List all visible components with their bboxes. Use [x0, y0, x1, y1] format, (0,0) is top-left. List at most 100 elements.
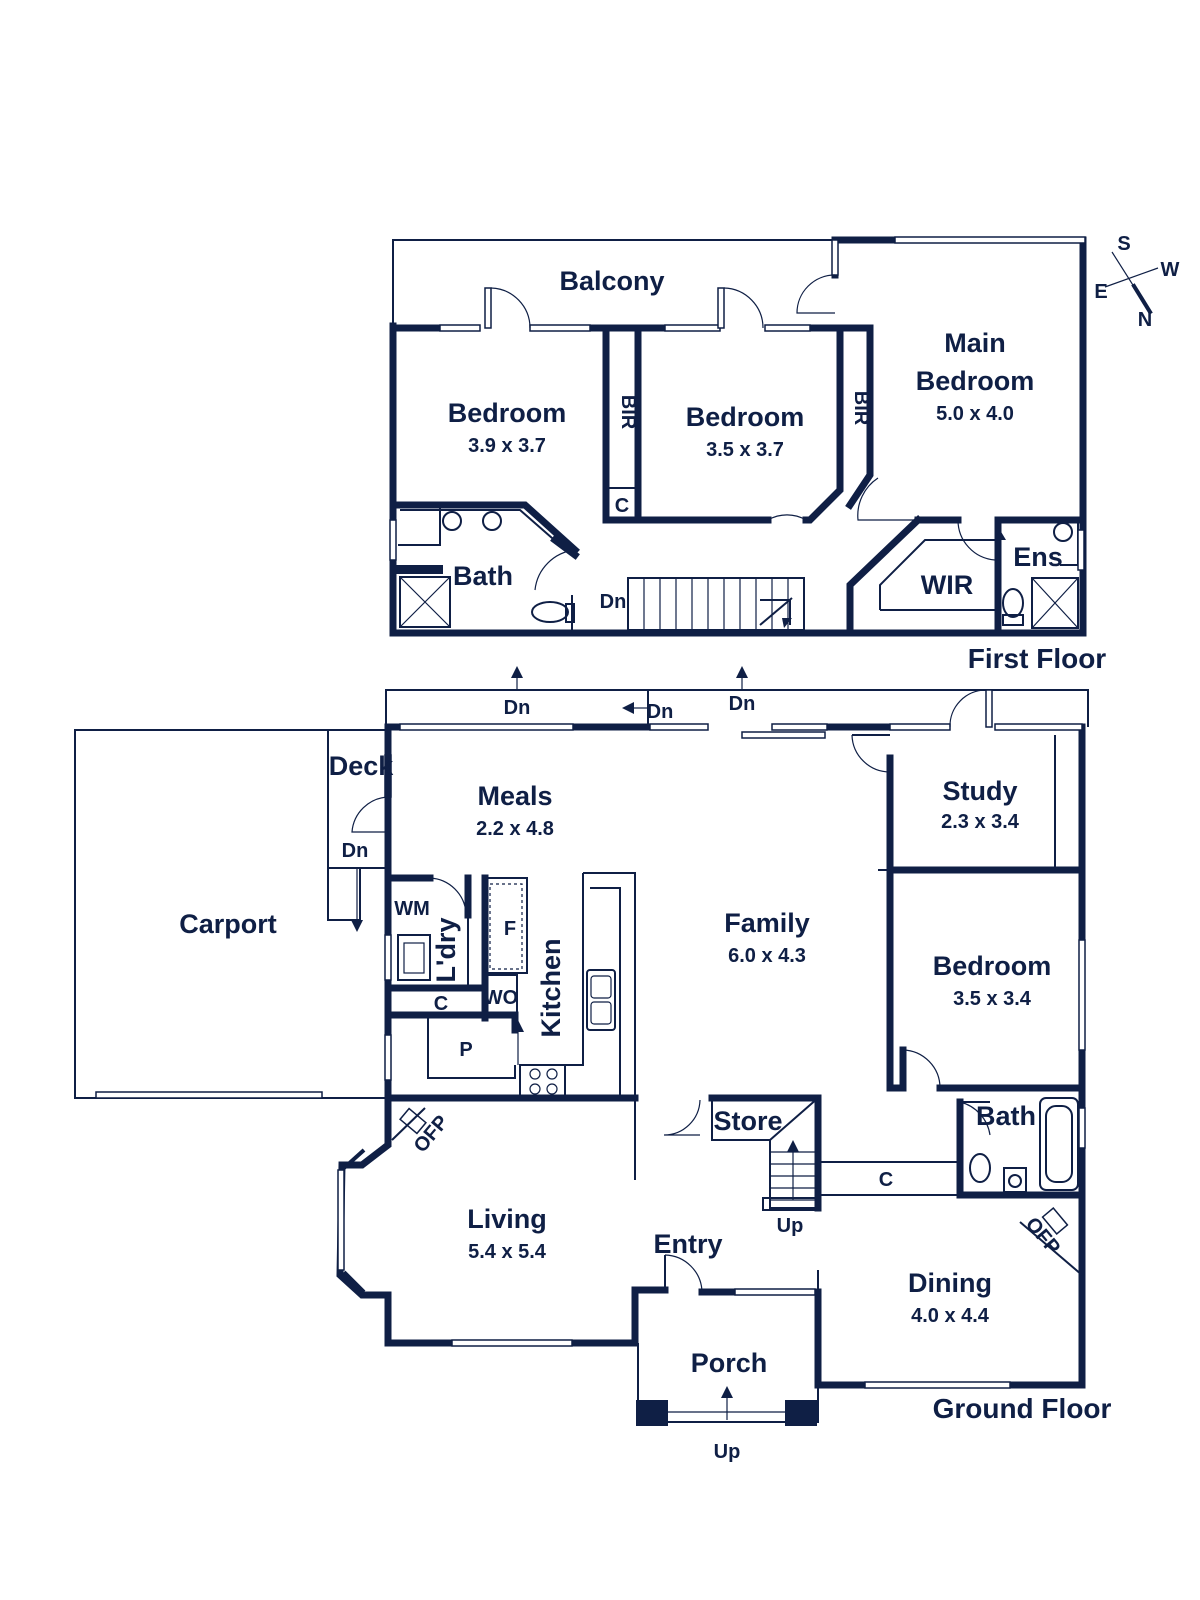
arrow-head [994, 530, 1006, 540]
wall-segment [550, 535, 580, 560]
wall-segment [845, 324, 874, 510]
porch-outline [637, 1292, 819, 1423]
hall-cupboard [816, 1161, 961, 1196]
dining-fireplace [1041, 1207, 1069, 1235]
door-leaf [831, 239, 839, 276]
door-swing [490, 287, 531, 329]
bedroom-1-label: Bedroom [448, 398, 567, 428]
balcony-outline [392, 239, 832, 326]
trough-bowl [403, 942, 425, 974]
pantry-outline [427, 1015, 516, 1079]
door-swing [949, 689, 987, 728]
wall-segment [846, 515, 923, 637]
ground-floor: Carport Deck Dn Meals 2.2 x 4.8 Family 6… [74, 666, 1112, 1463]
shower [1031, 577, 1079, 629]
basin [1003, 1167, 1027, 1193]
wall-segment [398, 505, 441, 546]
window [864, 1381, 1011, 1389]
bir-1-wall [602, 324, 642, 524]
family-label: Family [724, 908, 810, 938]
door-swing [851, 734, 891, 773]
door-swing [959, 1101, 991, 1136]
pantry-label: P [459, 1039, 472, 1061]
terrace-dn-1-label: Dn [504, 697, 531, 719]
first-floor-stairs [627, 577, 805, 631]
arrow-head [782, 618, 792, 628]
window [1077, 529, 1085, 571]
stair-treads [643, 578, 789, 630]
stair-up-label: Up [777, 1215, 804, 1237]
window [1078, 1107, 1086, 1149]
wall-segment [389, 501, 580, 555]
door-leaf [717, 287, 725, 329]
burner [546, 1083, 558, 1095]
sliding-door [771, 723, 828, 731]
first-floor: Balcony Bedroom 3.9 x 3.7 Bedroom 3.5 x … [389, 236, 1107, 674]
wir-label: WIR [921, 570, 973, 600]
wall-segment [400, 509, 561, 546]
basin [482, 511, 502, 531]
window [451, 1339, 573, 1347]
window [399, 723, 574, 731]
bir-2-label: BIR [850, 391, 872, 426]
arrow-head [511, 666, 523, 678]
main-bedroom-dim: 5.0 x 4.0 [936, 403, 1014, 425]
first-bath-label: Bath [453, 561, 513, 591]
door-swing [796, 274, 836, 314]
balcony-label: Balcony [559, 266, 664, 296]
ground-floor-title: Ground Floor [933, 1393, 1112, 1424]
window [994, 723, 1083, 731]
bedroom-2-label: Bedroom [686, 402, 805, 432]
kitchen-label: Kitchen [536, 938, 566, 1037]
hall-c-label: C [879, 1169, 893, 1191]
meals-label: Meals [477, 781, 552, 811]
sliding-door [741, 731, 826, 739]
wo-label: WO [484, 987, 518, 1009]
basin-bowl [1008, 1174, 1022, 1188]
bathtub [1039, 1097, 1079, 1191]
burner [529, 1083, 541, 1095]
wall-segment [384, 1011, 519, 1034]
first-stair-dn-label: Dn [600, 591, 627, 613]
sink-bowl [590, 975, 612, 999]
window [439, 324, 481, 332]
carport-beam [95, 1091, 323, 1099]
compass-w: W [1161, 259, 1180, 281]
first-floor-title: First Floor [968, 643, 1107, 674]
family-dim: 6.0 x 4.3 [728, 945, 806, 967]
stair-treads [770, 1151, 818, 1201]
dining-dim: 4.0 x 4.4 [911, 1305, 990, 1327]
compass-e: E [1094, 281, 1107, 303]
ground-bedroom-label: Bedroom [933, 951, 1052, 981]
toilet-cistern [1002, 614, 1024, 626]
deck-dn-label: Dn [342, 840, 369, 862]
fireplace-line [391, 1107, 426, 1141]
door-swing [351, 796, 389, 833]
window [529, 324, 591, 332]
stair-arrow [759, 597, 793, 626]
terrace-dn-3-label: Dn [729, 693, 756, 715]
stair-outline [627, 577, 805, 631]
laundry-label: L'dry [431, 918, 461, 983]
door-swing [429, 877, 467, 914]
shower [399, 576, 451, 628]
deck-label: Deck [329, 751, 395, 781]
bedroom-2-dim: 3.5 x 3.7 [706, 439, 784, 461]
window [894, 236, 1086, 244]
wall-segment [886, 1046, 907, 1092]
basin [442, 511, 462, 531]
bay-window [342, 1148, 366, 1170]
door-swing [534, 549, 576, 591]
ground-bedroom-dim: 3.5 x 3.4 [953, 988, 1032, 1010]
compass-n: N [1138, 309, 1152, 331]
arrow-head [351, 920, 363, 932]
porch-up-label: Up [714, 1441, 741, 1463]
window [389, 519, 397, 561]
door-swing [723, 287, 764, 329]
door-swing [902, 1049, 941, 1089]
store-label: Store [713, 1106, 782, 1136]
kitchen-bench-inner [590, 887, 621, 1098]
study-label: Study [942, 776, 1017, 806]
burner [546, 1068, 558, 1080]
